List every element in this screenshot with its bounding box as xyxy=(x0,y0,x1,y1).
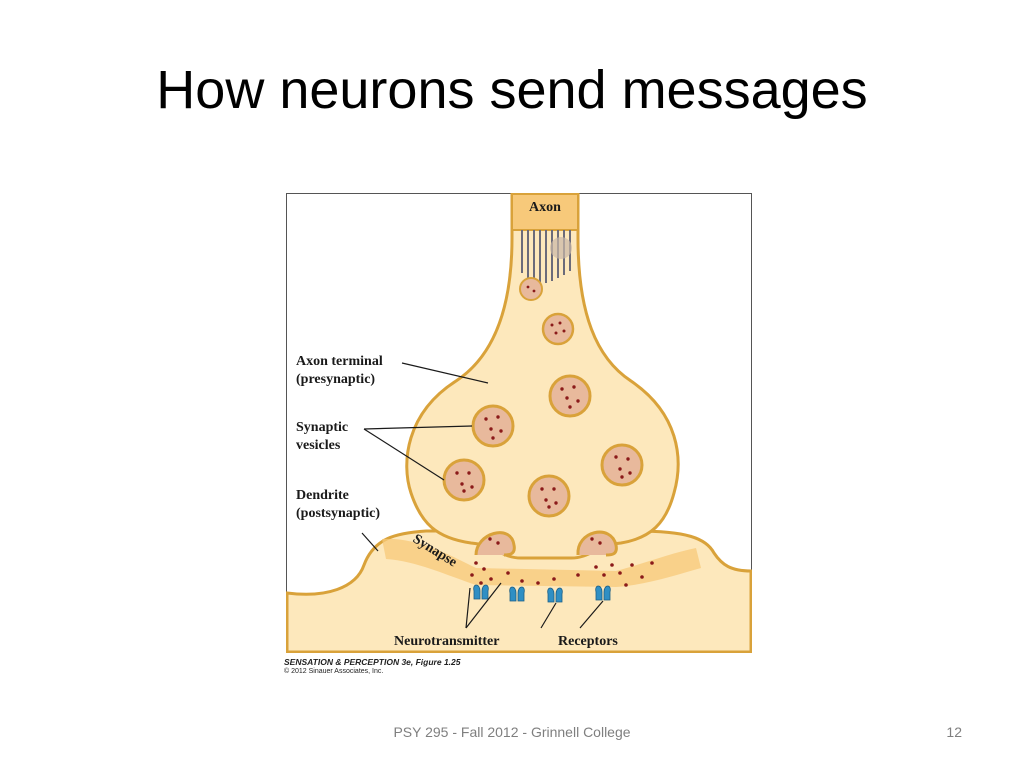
synapse-illustration: Axon Axon terminal (presynaptic) Synapti… xyxy=(286,193,752,653)
slide-title: How neurons send messages xyxy=(156,60,868,120)
label-axon: Axon xyxy=(529,200,561,215)
synapse-diagram: Axon Axon terminal (presynaptic) Synapti… xyxy=(286,193,752,653)
credit-line-2: © 2012 Sinauer Associates, Inc. xyxy=(284,668,384,675)
label-vesicles: vesicles xyxy=(296,438,341,453)
label-postsynaptic: (postsynaptic) xyxy=(296,506,380,521)
vesicle-forming xyxy=(550,237,572,259)
slide-footer: PSY 295 - Fall 2012 - Grinnell College xyxy=(393,724,631,740)
label-receptors: Receptors xyxy=(558,634,618,649)
neurotransmitter-dots xyxy=(455,285,654,587)
page-number: 12 xyxy=(946,724,962,740)
label-dendrite: Dendrite xyxy=(296,488,349,503)
receptors xyxy=(473,584,611,603)
label-neurotransmitter: Neurotransmitter xyxy=(394,634,500,649)
vesicles xyxy=(442,277,644,557)
label-presynaptic: (presynaptic) xyxy=(296,372,375,387)
label-synaptic: Synaptic xyxy=(296,420,348,435)
synaptic-cleft xyxy=(382,538,701,587)
figure-credit: SENSATION & PERCEPTION 3e, Figure 1.25 ©… xyxy=(284,657,461,675)
label-axon-terminal: Axon terminal xyxy=(296,354,383,369)
credit-line-1: SENSATION & PERCEPTION 3e, Figure 1.25 xyxy=(284,657,461,667)
leader-lines xyxy=(361,362,604,629)
